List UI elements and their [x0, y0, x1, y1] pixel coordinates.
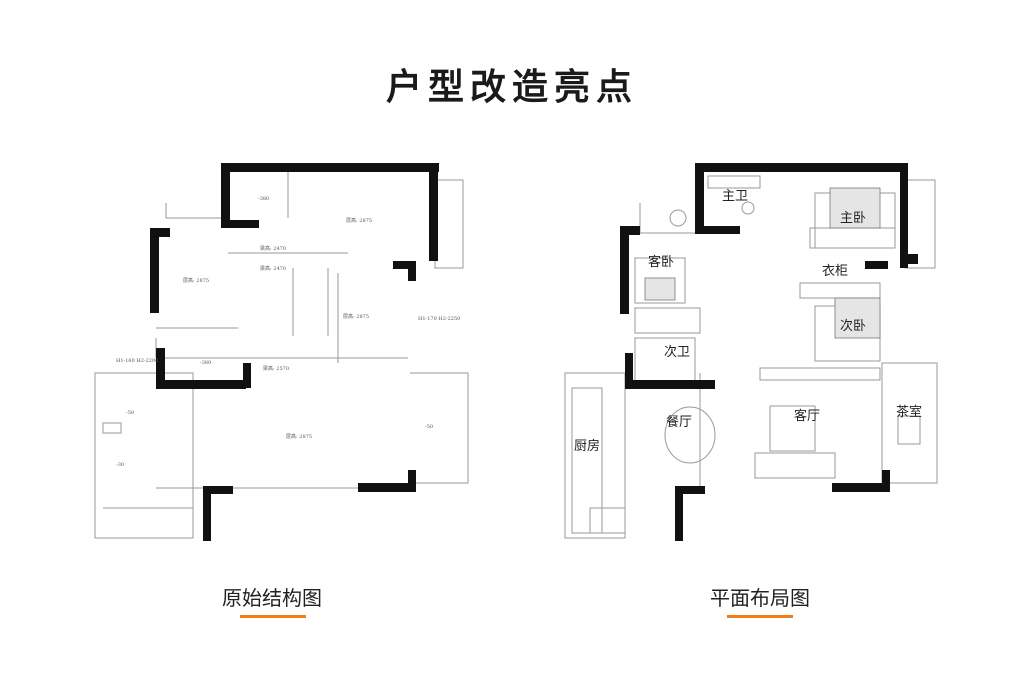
room-second-bed: 次卧: [840, 318, 866, 334]
label-t13: H1-160 H2-2200: [116, 358, 158, 364]
room-labels: 主卫 主卧 客卧 衣柜 次卧 次卫 餐厅 客厅 茶室 厨房: [574, 189, 922, 454]
original-structure-plan: -380 层高: 2875 梁高: 2470 层高: 2875 梁高: 2470…: [94, 163, 469, 541]
label-t6: 层高: 2875: [343, 313, 369, 320]
label-t5: 梁高: 2470: [260, 265, 286, 272]
room-second-bath: 次卫: [664, 344, 690, 360]
room-dining: 餐厅: [666, 414, 692, 430]
room-living: 客厅: [794, 408, 820, 424]
room-guest-bed: 客卧: [648, 254, 674, 270]
caption-floor-layout: 平面布局图: [710, 586, 810, 610]
room-wardrobe: 衣柜: [822, 263, 848, 279]
label-t9: 层高: 2875: [286, 433, 312, 440]
room-tea: 茶室: [896, 404, 922, 420]
label-t8: 梁高: 2570: [263, 365, 289, 372]
label-t7: -380: [200, 360, 211, 366]
thin-walls-furniture: [564, 175, 938, 539]
thick-walls: [150, 163, 439, 541]
label-t4: 层高: 2875: [183, 277, 209, 284]
thick-walls: [620, 163, 918, 541]
label-t1: -380: [258, 196, 269, 202]
room-master-bed: 主卧: [840, 211, 866, 226]
dimension-labels: -380 层高: 2875 梁高: 2470 层高: 2875 梁高: 2470…: [116, 196, 460, 468]
caption-underline-right: [727, 615, 793, 618]
room-master-bath: 主卫: [722, 189, 748, 204]
label-t2: 层高: 2875: [346, 217, 372, 224]
caption-underline-left: [240, 615, 306, 618]
page-title: 户型改造亮点: [385, 67, 638, 108]
room-kitchen: 厨房: [574, 438, 600, 454]
label-t14: H1-170 H2-2250: [418, 316, 460, 322]
label-t3: 梁高: 2470: [260, 245, 286, 252]
label-t10: -50: [126, 410, 134, 416]
beds: [644, 187, 881, 339]
caption-original-structure: 原始结构图: [222, 586, 322, 610]
floor-layout-plan: 主卫 主卧 客卧 衣柜 次卧 次卫 餐厅 客厅 茶室 厨房: [564, 163, 938, 541]
label-t11: -50: [425, 424, 433, 430]
label-t12: -30: [116, 462, 124, 468]
